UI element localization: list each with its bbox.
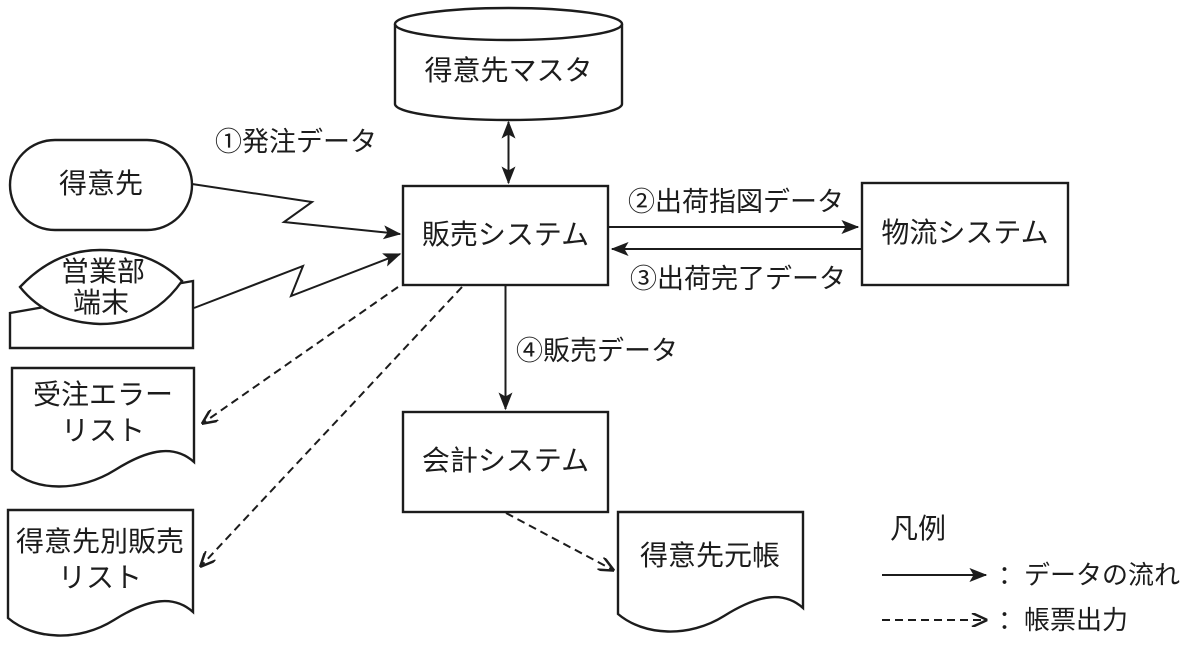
customer-label: 得意先 xyxy=(59,168,143,200)
customer-sales-list-shape xyxy=(6,508,195,637)
customer-master-datastore: 得意先マスタ xyxy=(393,6,624,122)
flow-label-order-data: ①発注データ xyxy=(215,127,377,157)
order-error-list-document: 受注エラー リスト xyxy=(10,366,196,488)
flow-label-sales-data: ④販売データ xyxy=(516,336,678,366)
customer-ledger-shape xyxy=(616,510,805,633)
cylinder-body xyxy=(393,24,624,122)
customer-node: 得意先 xyxy=(8,138,194,232)
accounting-to-ledger-dashed-arrow xyxy=(505,512,613,570)
sales-to-order-error-list-dashed-arrow xyxy=(203,286,399,423)
order-error-list-shape xyxy=(10,366,196,488)
terminal-label-line2: 端末 xyxy=(73,287,129,319)
flow-label-shipping-instruction: ②出荷指図データ xyxy=(628,187,844,217)
customer-sales-list-label-line2: リスト xyxy=(58,563,142,594)
logistics-system-label: 物流システム xyxy=(881,217,1048,249)
order-error-list-label-line1: 受注エラー xyxy=(33,379,173,411)
customer-shape xyxy=(8,138,194,232)
legend-title: 凡例 xyxy=(890,513,946,545)
sales-to-customer-sales-list-dashed-arrow xyxy=(201,286,463,566)
sales-system-label: 販売システム xyxy=(422,219,589,251)
customer-master-label: 得意先マスタ xyxy=(424,55,592,87)
customer-sales-list-label-line1: 得意先別販売 xyxy=(16,526,184,558)
flow-label-shipping-complete: ③出荷完了データ xyxy=(630,264,846,294)
terminal-screen-shape xyxy=(18,248,184,326)
customer-ledger-document: 得意先元帳 xyxy=(616,510,805,633)
sales-system-box xyxy=(401,184,610,287)
customer-sales-list-document: 得意先別販売 リスト xyxy=(6,508,195,637)
logistics-system-box xyxy=(860,181,1070,287)
terminal-to-sales-zigzag-arrow xyxy=(193,253,402,309)
accounting-system-box xyxy=(401,410,610,514)
customer-to-sales-zigzag-arrow xyxy=(191,183,402,240)
sales-dept-terminal-node: 営業部 端末 xyxy=(8,248,195,350)
order-error-list-label-line2: リスト xyxy=(61,416,145,447)
sales-system-node: 販売システム xyxy=(401,184,610,287)
terminal-label-line1: 営業部 xyxy=(61,256,145,288)
legend-solid-label: ：データの流れ xyxy=(998,561,1180,590)
accounting-system-node: 会計システム xyxy=(401,410,610,514)
legend-dashed-label: ：帳票出力 xyxy=(998,606,1128,635)
logistics-system-node: 物流システム xyxy=(860,181,1070,287)
accounting-system-label: 会計システム xyxy=(422,445,589,477)
customer-ledger-label: 得意先元帳 xyxy=(640,540,780,572)
cylinder-top xyxy=(393,6,624,42)
legend: 凡例 ：データの流れ ：帳票出力 xyxy=(882,513,1180,635)
